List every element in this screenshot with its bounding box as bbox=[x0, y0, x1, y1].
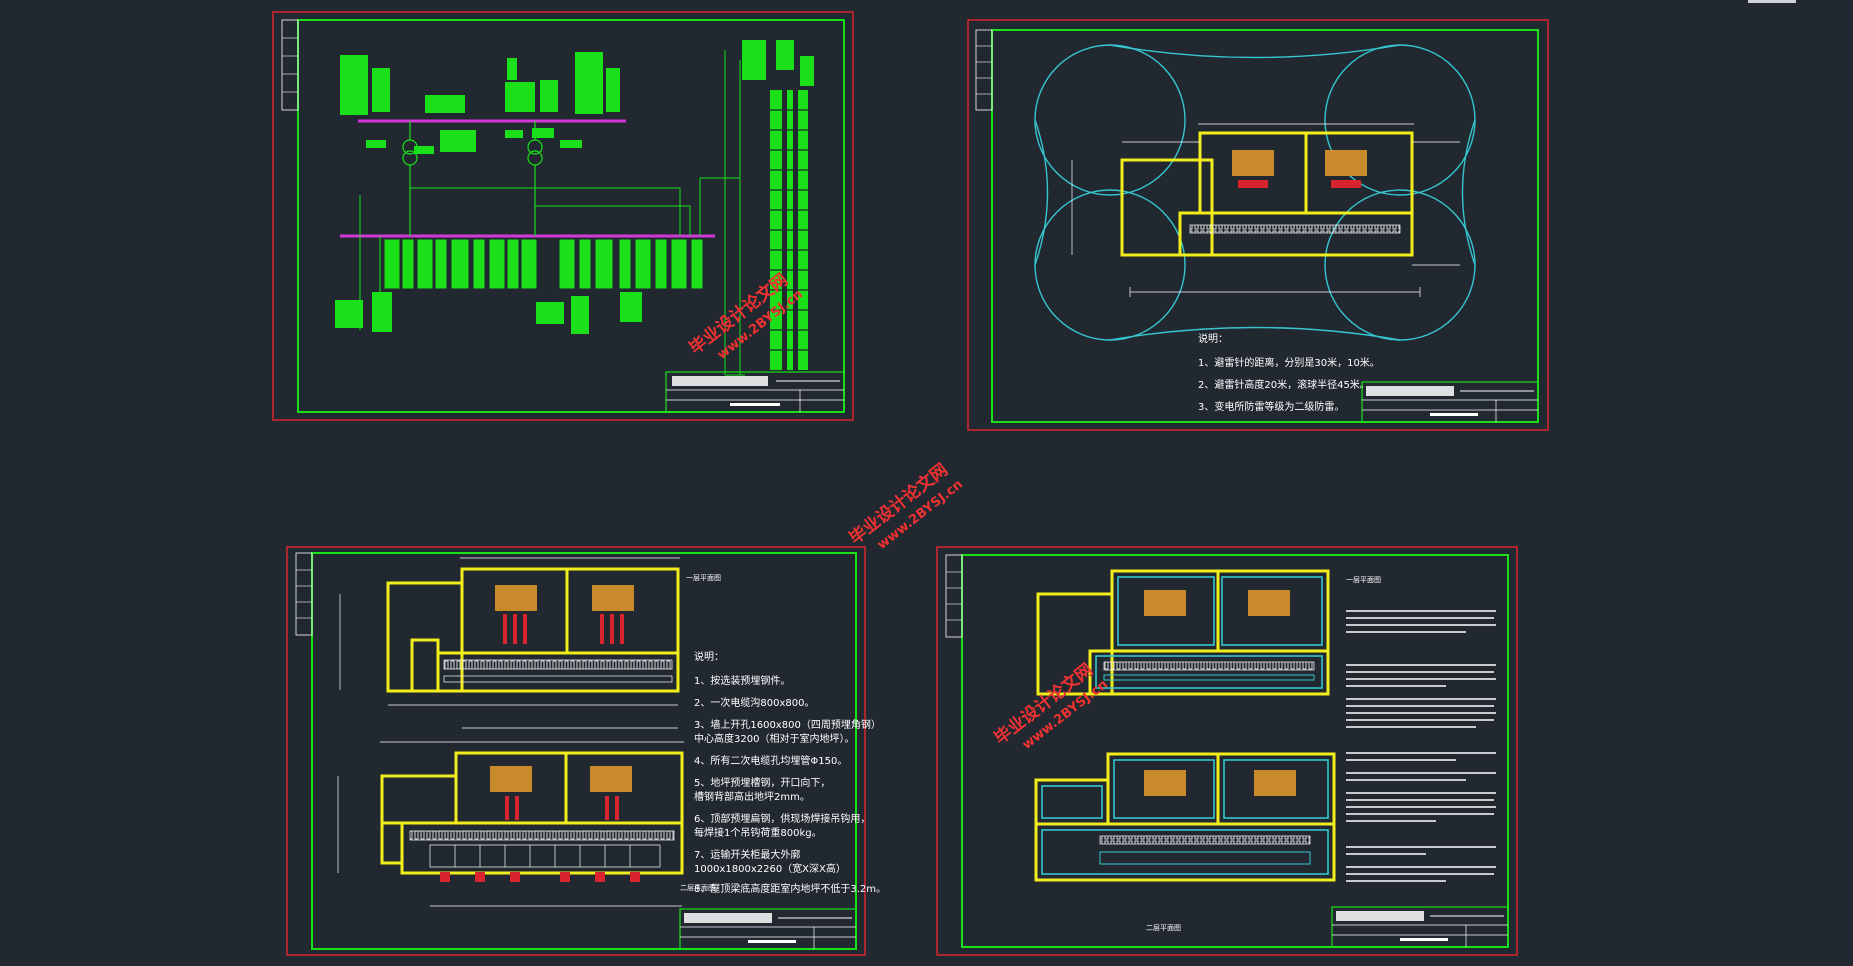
substation-building bbox=[1120, 131, 1414, 257]
cable-markers bbox=[440, 796, 640, 882]
watermark-2: 毕业设计论文网 www.2BYSJ.cn bbox=[845, 459, 966, 553]
title-block bbox=[679, 908, 857, 950]
switchgear-row bbox=[443, 659, 673, 670]
connection-wires bbox=[359, 50, 745, 376]
plan-label: 一层平面图 bbox=[686, 574, 721, 582]
binding-strip bbox=[281, 19, 299, 111]
dimension-lines bbox=[337, 741, 684, 907]
equipment-unit bbox=[1248, 590, 1290, 616]
floor-plan-lower bbox=[1034, 752, 1336, 882]
title-block bbox=[1331, 906, 1509, 948]
sheet-border bbox=[967, 19, 1549, 431]
note-line: 每焊接1个吊钩荷重800kg。 bbox=[694, 826, 822, 839]
note-line: 2、一次电缆沟800x800。 bbox=[694, 696, 814, 709]
note-line: 中心高度3200（相对于室内地坪）。 bbox=[694, 732, 854, 745]
switchgear-row bbox=[1103, 661, 1315, 671]
note-line: 4、所有二次电缆孔均埋管Φ150。 bbox=[694, 754, 847, 767]
note-line: 1、按选装预埋钢件。 bbox=[694, 674, 790, 687]
equipment-unit bbox=[590, 766, 632, 792]
note-line: 1、避雷针的距离，分别是30米，10米。 bbox=[1198, 356, 1380, 369]
floor-plan-upper bbox=[386, 567, 680, 693]
title-block bbox=[1361, 381, 1539, 423]
sheet-border bbox=[936, 546, 1518, 956]
sheet-single-line-diagram[interactable] bbox=[272, 11, 854, 421]
dimension-lines bbox=[1071, 123, 1460, 297]
equipment-unit bbox=[1254, 770, 1296, 796]
note-line: 1000x1800x2260（宽X深X高） bbox=[694, 862, 846, 875]
note-line: 7、运输开关柜最大外廓 bbox=[694, 848, 800, 861]
equipment-unit bbox=[1144, 770, 1186, 796]
plan-label: 二层平面图 bbox=[680, 884, 715, 892]
sheet-grounding-plans[interactable]: 一层平面图 二层平面图 bbox=[936, 546, 1518, 956]
cable-trench bbox=[1103, 674, 1315, 681]
feeder-panels bbox=[384, 239, 703, 289]
dimension-lines bbox=[339, 557, 680, 729]
grounding-loop bbox=[1041, 759, 1329, 875]
equipment-units bbox=[1189, 150, 1401, 234]
note-line: 6、顶部预埋扁钢，供现场焊接吊钩用， bbox=[694, 812, 870, 825]
equipment-unit bbox=[592, 585, 634, 611]
drawing-frame bbox=[297, 19, 845, 413]
sheet-border bbox=[286, 546, 866, 956]
plan-label: 二层平面图 bbox=[1146, 924, 1181, 932]
grounding-loop bbox=[1095, 576, 1323, 689]
note-line: 槽钢背部高出地坪2mm。 bbox=[694, 790, 810, 803]
cable-trench bbox=[443, 675, 673, 683]
note-line: 3、墙上开孔1600x800（四周预埋角钢） bbox=[694, 718, 881, 731]
binding-strip bbox=[945, 554, 963, 638]
transformer-symbols bbox=[402, 121, 543, 236]
note-line: 3、变电所防雷等级为二级防雷。 bbox=[1198, 400, 1344, 413]
note-line: 8、屋顶梁底高度距室内地坪不低于3.2m。 bbox=[694, 882, 886, 895]
switchgear-row bbox=[1099, 835, 1311, 845]
sheet-civil-plans[interactable]: 一层平面图 二层平面 bbox=[286, 546, 886, 956]
binding-strip bbox=[295, 552, 313, 636]
circuit-blocks-top bbox=[335, 52, 642, 334]
equipment-unit bbox=[1144, 590, 1186, 616]
plan-label: 一层平面图 bbox=[1346, 576, 1381, 584]
floor-plan-upper bbox=[1036, 569, 1330, 696]
title-block bbox=[665, 371, 845, 413]
cable-trench bbox=[1099, 851, 1311, 865]
protection-circles bbox=[1034, 44, 1476, 341]
switchgear-row bbox=[409, 830, 675, 841]
watermark-3: 毕业设计论文网 www.2BYSJ.cn bbox=[990, 659, 1111, 753]
sheet-border bbox=[272, 11, 854, 421]
equipment-unit bbox=[490, 766, 532, 792]
viewport-indicator bbox=[1748, 0, 1796, 3]
drawing-frame bbox=[961, 554, 1509, 948]
floor-plan-lower bbox=[380, 751, 684, 875]
equipment-unit bbox=[495, 585, 537, 611]
drawing-frame bbox=[311, 552, 857, 950]
note-line: 2、避雷针高度20米，滚球半径45米。 bbox=[1198, 378, 1370, 391]
notes-heading: 说明： bbox=[694, 650, 724, 663]
cable-markers bbox=[503, 614, 624, 644]
binding-strip bbox=[975, 29, 993, 111]
drawing-frame bbox=[991, 29, 1539, 423]
notes-text-block bbox=[1346, 610, 1496, 882]
sheet-lightning-protection[interactable]: 说明： 1、避雷针的距离，分别是30米，10米。 2、避雷针高度20米，滚球半径… bbox=[967, 19, 1549, 431]
notes-heading: 说明： bbox=[1198, 332, 1228, 345]
note-line: 5、地坪预埋槽钢，开口向下， bbox=[694, 776, 830, 789]
panel-grid bbox=[429, 844, 661, 868]
